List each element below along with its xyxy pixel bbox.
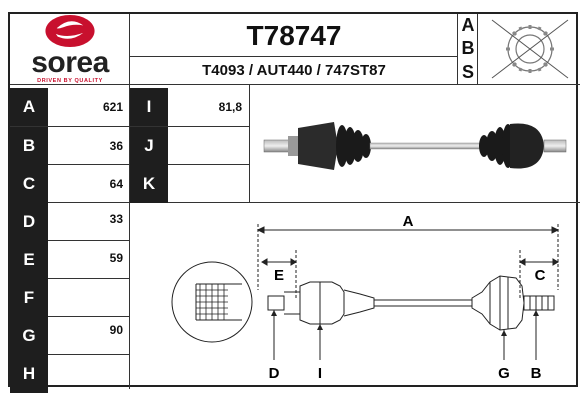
diagram-label-a: A — [403, 213, 414, 230]
product-sheet: sorea DRIVEN BY QUALITY T78747 T4093 / A… — [8, 12, 580, 393]
dim-value-h — [48, 351, 128, 389]
drive-shaft-photo-icon — [263, 122, 567, 170]
dim-label-k: K — [130, 165, 168, 203]
dim-label-i: I — [130, 88, 168, 126]
cross-references: T4093 / AUT440 / 747ST87 — [202, 62, 386, 79]
dim-value-c: 64 — [109, 177, 123, 191]
brand-name: sorea — [31, 46, 109, 79]
dim-label-c: C — [10, 165, 48, 203]
brand-logo: sorea DRIVEN BY QUALITY — [10, 14, 130, 84]
part-number: T78747 — [246, 19, 342, 51]
abs-letters: A B S — [458, 14, 478, 84]
dim-value-d: 33 — [109, 212, 123, 226]
diagram-label-b: B — [531, 365, 542, 382]
dim-label-j: J — [130, 127, 168, 165]
dim-value-b: 36 — [109, 139, 123, 153]
dim-label-d: D — [10, 203, 48, 241]
diagram-label-d: D — [269, 365, 280, 382]
dim-value-g: 90 — [109, 323, 123, 337]
dim-label-f: F — [10, 279, 48, 317]
dim-label-h: H — [10, 355, 48, 393]
dim-label-g: G — [10, 317, 48, 355]
dim-value-i: 81,8 — [218, 100, 242, 114]
brand-tagline: DRIVEN BY QUALITY — [37, 78, 103, 84]
abs-letter-s: S — [461, 61, 474, 82]
dim-label-a: A — [10, 88, 48, 126]
dim-label-e: E — [10, 241, 48, 279]
diagram-label-c: C — [535, 267, 546, 284]
diagram-label-e: E — [274, 267, 284, 284]
diagram-label-i: I — [318, 365, 322, 382]
abs-letter-b: B — [461, 38, 475, 59]
dim-value-k — [168, 165, 248, 203]
abs-letter-a: A — [461, 15, 475, 36]
dim-value-e: 59 — [109, 251, 123, 265]
dim-value-a: 621 — [102, 100, 123, 114]
diagram-label-g: G — [498, 365, 510, 382]
abs-ring-icon — [491, 19, 569, 79]
dim-value-j — [168, 127, 248, 165]
technical-diagram: A E C D I G B — [171, 213, 560, 382]
sorea-logo-icon — [45, 14, 95, 48]
dim-label-b: B — [10, 127, 48, 165]
